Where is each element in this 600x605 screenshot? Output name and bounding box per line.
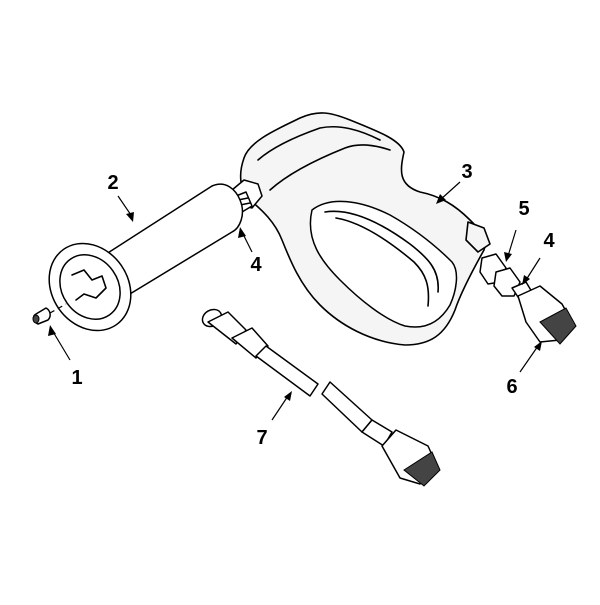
callout-3: 3 <box>461 161 473 183</box>
extension-handle-part <box>48 183 244 332</box>
extension-wand-part <box>201 308 441 487</box>
right-fittings-part <box>479 253 577 345</box>
pin-part <box>32 303 67 325</box>
callout-1: 1 <box>71 367 83 389</box>
callout-5: 5 <box>518 198 530 220</box>
leader-lines <box>48 181 542 421</box>
callout-6: 6 <box>506 376 518 398</box>
callout-2: 2 <box>107 172 119 194</box>
grip-body-part <box>239 112 491 346</box>
callout-4-right: 4 <box>543 230 555 252</box>
callout-7: 7 <box>256 427 268 449</box>
callout-4-left: 4 <box>250 254 262 276</box>
